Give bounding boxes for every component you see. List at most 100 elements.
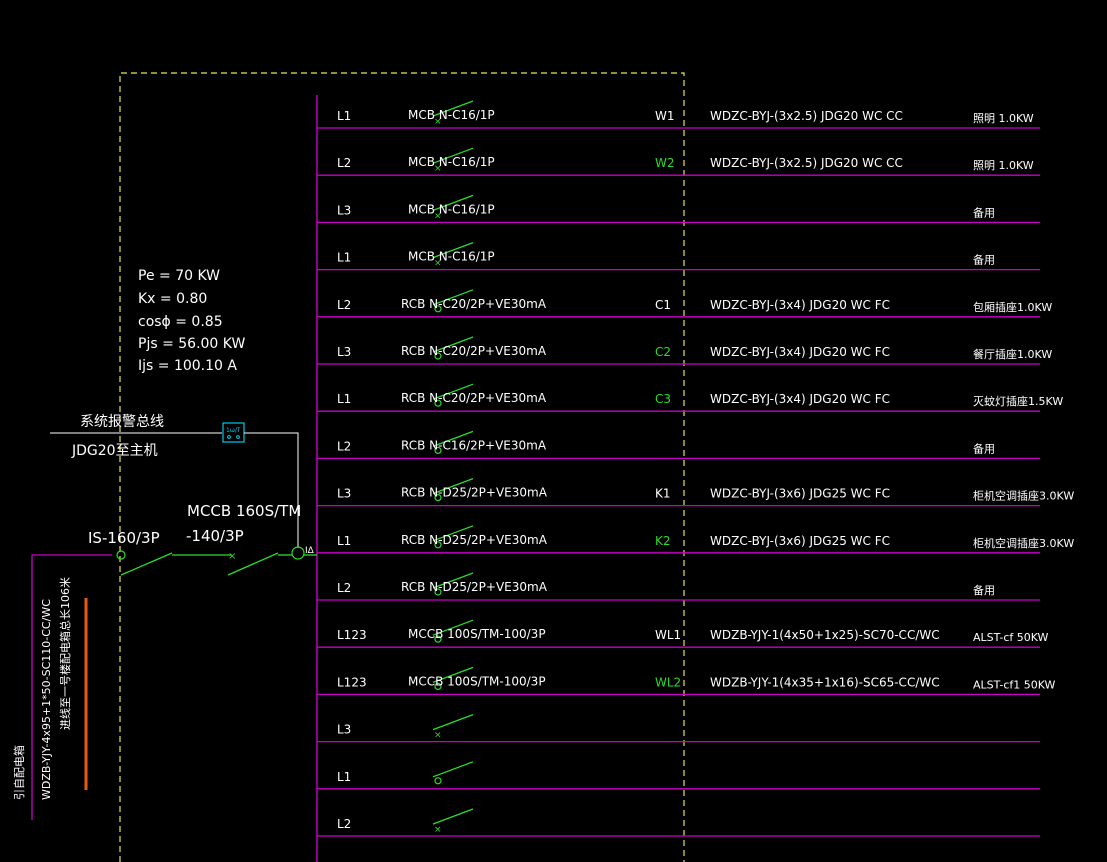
circuit-5-breaker-contact[interactable] (434, 305, 442, 313)
circuit-13-code: WL2 (655, 675, 681, 689)
param-ijs: Ijs = 100.10 A (138, 358, 237, 374)
circuit-1-breaker-blade[interactable] (432, 100, 474, 117)
isolator-blade (120, 552, 173, 576)
isolator-label: IS-160/3P (88, 529, 160, 547)
circuit-12-load: ALST-cf 50KW (973, 631, 1049, 644)
circuit-8-phase: L2 (337, 439, 351, 453)
circuit-8-breaker-blade[interactable] (432, 430, 474, 448)
circuit-13-breaker-blade[interactable] (432, 666, 474, 684)
enclosure-dashed-frame (119, 72, 685, 862)
circuit-11-breaker-contact[interactable] (434, 588, 442, 596)
circuit-10-breaker-blade[interactable] (432, 525, 474, 542)
circuit-3-load: 备用 (973, 205, 995, 219)
circuit-3-breaker-blade[interactable] (432, 194, 474, 212)
circuit-6-breaker-blade[interactable] (432, 336, 474, 353)
alarm-bus-group: 系统报警总线 JDG20至主机 1ω/T (50, 414, 299, 548)
circuit-15-phase: L1 (337, 770, 351, 784)
circuit-4-breaker-label: MCB N-C16/1P (408, 250, 495, 264)
mccb-main-cross: × (228, 551, 236, 562)
circuit-10-breaker-label: RCB N-D25/2P+VE30mA (401, 533, 548, 547)
circuit-16-phase: L2 (337, 817, 351, 831)
circuit-7-breaker-blade[interactable] (432, 383, 474, 400)
alarm-module-dot-right (236, 435, 240, 439)
circuit-2-code: W2 (655, 156, 675, 170)
circuit-2-breaker-contact[interactable]: × (434, 164, 442, 174)
circuit-12-breaker-label: MCCB 100S/TM-100/3P (408, 627, 546, 641)
circuit-5-load: 包厢插座1.0KW (973, 300, 1052, 314)
circuit-15-breaker-contact[interactable] (434, 777, 442, 785)
circuit-1-breaker-contact[interactable]: × (434, 117, 442, 127)
incoming-source-label: 引自配电箱 (12, 745, 26, 800)
circuit-6-breaker-contact[interactable] (434, 352, 442, 360)
circuit-4-breaker-blade[interactable] (432, 241, 474, 259)
circuit-6-load: 餐厅插座1.0KW (973, 347, 1052, 361)
circuit-7-cable-spec: WDZC-BYJ-(3x4) JDG20 WC FC (710, 392, 890, 406)
circuit-12-cable-spec: WDZB-YJY-1(4x50+1x25)-SC70-CC/WC (710, 628, 940, 642)
circuit-9-breaker-contact[interactable] (434, 494, 442, 502)
circuit-2-breaker-blade[interactable] (432, 147, 474, 164)
circuit-7-breaker-label: RCB N-C20/2P+VE30mA (401, 391, 547, 405)
circuit-6-phase: L3 (337, 345, 351, 359)
circuit-9-cable-spec: WDZC-BYJ-(3x6) JDG25 WC FC (710, 487, 890, 501)
circuit-1-code: W1 (655, 109, 675, 123)
circuit-13-cable-spec: WDZB-YJY-1(4x35+1x16)-SC65-CC/WC (710, 675, 940, 689)
circuit-2-phase: L2 (337, 156, 351, 170)
frame-layer (119, 72, 685, 862)
circuit-11-load: 备用 (973, 583, 995, 597)
circuit-14-breaker-blade[interactable] (432, 713, 474, 731)
circuit-6-code: C2 (655, 345, 671, 359)
incoming-supply: IS-160/3P MCCB 160S/TM -140/3P × IΔ 引自配电… (12, 502, 317, 820)
circuit-15-breaker-blade[interactable] (432, 761, 474, 778)
circuit-1-cable-spec: WDZC-BYJ-(3x2.5) JDG20 WC CC (710, 109, 903, 123)
circuit-9-load: 柜机空调插座3.0KW (973, 489, 1074, 503)
circuit-5-breaker-blade[interactable] (432, 289, 474, 306)
circuit-3-phase: L3 (337, 203, 351, 217)
circuit-10-cable-spec: WDZC-BYJ-(3x6) JDG25 WC FC (710, 534, 890, 548)
mccb-main-label-1: MCCB 160S/TM (187, 502, 301, 520)
circuit-10-load: 柜机空调插座3.0KW (973, 536, 1074, 550)
circuit-9-breaker-label: RCB N-D25/2P+VE30mA (401, 486, 548, 500)
circuit-11-breaker-label: RCB N-D25/2P+VE30mA (401, 580, 548, 594)
circuit-5-cable-spec: WDZC-BYJ-(3x4) JDG20 WC FC (710, 298, 890, 312)
circuit-7-code: C3 (655, 392, 671, 406)
circuit-12-breaker-contact[interactable] (434, 635, 442, 643)
circuit-8-breaker-contact[interactable] (434, 446, 442, 454)
circuit-10-breaker-contact[interactable] (434, 541, 442, 549)
circuit-5-phase: L2 (337, 298, 351, 312)
circuit-9-code: K1 (655, 487, 671, 501)
param-cos: cosϕ = 0.85 (138, 314, 223, 330)
circuit-13-breaker-contact[interactable] (434, 682, 442, 691)
circuit-8-load: 备用 (973, 441, 995, 455)
circuit-8-breaker-label: RCB N-C16/2P+VE30mA (401, 438, 547, 452)
circuit-16-breaker-blade[interactable] (432, 808, 474, 825)
circuit-9-breaker-blade[interactable] (432, 477, 474, 495)
circuit-1-phase: L1 (337, 109, 351, 123)
circuit-7-load: 灭蚊灯插座1.5KW (973, 394, 1063, 408)
rcd-mark: IΔ (305, 546, 315, 556)
circuit-6-breaker-label: RCB N-C20/2P+VE30mA (401, 344, 547, 358)
circuit-7-breaker-contact[interactable] (434, 399, 442, 407)
circuit-11-breaker-blade[interactable] (432, 572, 474, 589)
circuit-2-breaker-label: MCB N-C16/1P (408, 155, 495, 169)
incoming-feeder-line (31, 554, 112, 820)
mccb-main-label-2: -140/3P (186, 527, 244, 545)
param-pe: Pe = 70 KW (138, 268, 220, 284)
circuit-10-code: K2 (655, 534, 671, 548)
circuit-14-breaker-contact[interactable]: × (434, 731, 442, 741)
isolator-symbol[interactable] (116, 550, 126, 560)
rcd-symbol[interactable] (291, 546, 305, 560)
alarm-label: 系统报警总线 (80, 414, 164, 430)
load-parameters: Pe = 70 KW Kx = 0.80 cosϕ = 0.85 Pjs = 5… (138, 268, 245, 374)
alarm-module-dot-left (227, 435, 231, 439)
circuit-4-breaker-contact[interactable]: × (434, 259, 442, 269)
circuit-12-breaker-blade[interactable] (432, 619, 474, 636)
incoming-cable-spec: WDZB-YJY-4x95+1*50-SC110-CC/WC (40, 599, 53, 800)
circuit-16-breaker-contact[interactable]: × (434, 825, 442, 835)
circuit-6-cable-spec: WDZC-BYJ-(3x4) JDG20 WC FC (710, 345, 890, 359)
mccb-main-blade (227, 552, 279, 576)
circuit-12-code: WL1 (655, 628, 681, 642)
circuit-3-breaker-contact[interactable]: × (434, 211, 442, 221)
circuit-9-phase: L3 (337, 487, 351, 501)
